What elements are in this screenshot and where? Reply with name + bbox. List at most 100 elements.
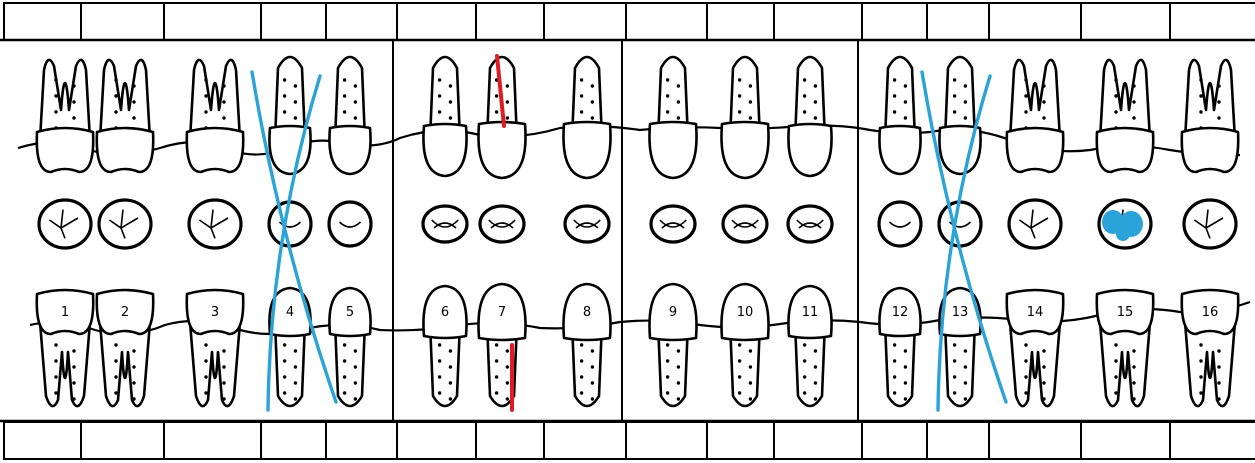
tooth-number: 4	[286, 305, 294, 320]
top-cell[interactable]	[476, 3, 544, 40]
root-dot	[1042, 100, 1045, 103]
top-cell[interactable]	[544, 3, 626, 40]
tooth-5[interactable]: 5	[329, 57, 371, 406]
root-dot	[506, 381, 509, 384]
top-cell[interactable]	[4, 3, 81, 40]
bottom-cell[interactable]	[1170, 422, 1255, 459]
root-dot	[1042, 84, 1045, 87]
root-dot	[506, 84, 509, 87]
tooth-14[interactable]: 14	[1007, 60, 1063, 406]
root-dot	[132, 100, 135, 103]
top-cell[interactable]	[164, 3, 261, 40]
top-cell[interactable]	[927, 3, 989, 40]
top-cell[interactable]	[626, 3, 707, 40]
root-dot	[343, 343, 346, 346]
tooth-4[interactable]: 4	[269, 57, 311, 406]
root-dot	[294, 397, 297, 400]
root-dot	[814, 365, 817, 368]
bottom-cell[interactable]	[862, 422, 927, 459]
root-dot	[114, 78, 117, 81]
bottom-cell[interactable]	[81, 422, 164, 459]
root-dot	[677, 116, 680, 119]
bottom-cell[interactable]	[164, 422, 261, 459]
root-dot	[1132, 365, 1135, 368]
root-dot	[495, 110, 498, 113]
bottom-cell[interactable]	[1081, 422, 1170, 459]
root-dot	[506, 365, 509, 368]
root-dot	[738, 94, 741, 97]
bottom-cell[interactable]	[326, 422, 397, 459]
tooth-2[interactable]: 2	[97, 60, 153, 406]
bottom-cell[interactable]	[261, 422, 326, 459]
root-dot	[749, 349, 752, 352]
upper-crown	[721, 122, 768, 178]
root-dot	[1199, 375, 1202, 378]
top-cell[interactable]	[326, 3, 397, 40]
bottom-cell[interactable]	[476, 422, 544, 459]
top-cell[interactable]	[862, 3, 927, 40]
occlusal-view	[1009, 200, 1061, 248]
root-dot	[964, 116, 967, 119]
root-dot	[738, 391, 741, 394]
top-cell[interactable]	[707, 3, 774, 40]
root-dot	[893, 110, 896, 113]
root-dot	[677, 397, 680, 400]
root-dot	[354, 381, 357, 384]
root-dot	[506, 116, 509, 119]
root-dot	[114, 391, 117, 394]
bottom-cell[interactable]	[544, 422, 626, 459]
bottom-cell[interactable]	[626, 422, 707, 459]
bottom-cell[interactable]	[774, 422, 862, 459]
bottom-cell[interactable]	[707, 422, 774, 459]
root-dot	[54, 359, 57, 362]
root-dot	[1042, 116, 1045, 119]
top-cell[interactable]	[1081, 3, 1170, 40]
tooth-13[interactable]: 13	[939, 57, 981, 406]
root-dot	[953, 375, 956, 378]
root-dot	[666, 110, 669, 113]
upper-crown	[563, 122, 610, 178]
root-dot	[283, 343, 286, 346]
tooth-number: 1	[61, 305, 69, 320]
tooth-number: 11	[802, 305, 819, 320]
root-dot	[666, 94, 669, 97]
root-dot	[54, 375, 57, 378]
tooth-number: 14	[1027, 305, 1044, 320]
root-dot	[953, 391, 956, 394]
root-dot	[1132, 381, 1135, 384]
root-dot	[814, 397, 817, 400]
root-dot	[591, 349, 594, 352]
root-dot	[1217, 365, 1220, 368]
top-cell[interactable]	[1170, 3, 1255, 40]
tooth-16[interactable]: 16	[1182, 60, 1238, 406]
root-dot	[1217, 397, 1220, 400]
top-cell[interactable]	[989, 3, 1081, 40]
root-dot	[283, 78, 286, 81]
bottom-cell[interactable]	[397, 422, 476, 459]
root-dot	[749, 100, 752, 103]
root-dot	[803, 391, 806, 394]
tooth-12[interactable]: 12	[879, 57, 921, 406]
root-dot	[953, 343, 956, 346]
occlusal-view	[651, 206, 695, 242]
top-cell[interactable]	[261, 3, 326, 40]
bottom-cell[interactable]	[927, 422, 989, 459]
root-dot	[132, 365, 135, 368]
root-dot	[54, 343, 57, 346]
occlusal-view	[269, 202, 311, 246]
root-dot	[72, 84, 75, 87]
upper-crown	[329, 126, 370, 174]
root-dot	[580, 375, 583, 378]
root-dot	[343, 391, 346, 394]
bottom-cell[interactable]	[989, 422, 1081, 459]
top-cell[interactable]	[81, 3, 164, 40]
bottom-cell[interactable]	[4, 422, 81, 459]
root-dot	[283, 94, 286, 97]
tooth-number: 16	[1202, 305, 1219, 320]
root-dot	[749, 365, 752, 368]
root-dot	[1114, 359, 1117, 362]
tooth-1[interactable]: 1	[37, 60, 93, 406]
top-cell[interactable]	[774, 3, 862, 40]
tooth-3[interactable]: 3	[187, 60, 243, 406]
top-cell[interactable]	[397, 3, 476, 40]
